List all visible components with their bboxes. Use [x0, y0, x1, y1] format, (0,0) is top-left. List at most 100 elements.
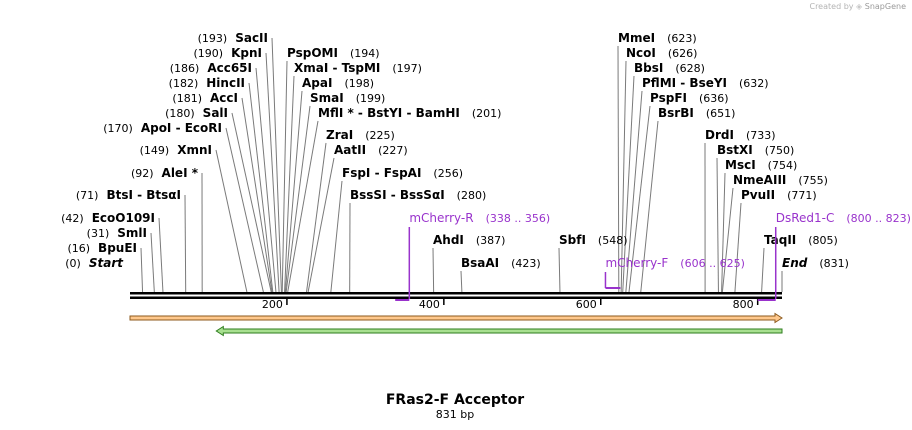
cut-site-name: AatII	[334, 143, 366, 157]
cut-site[interactable]: PflMI - BseYI (632)	[642, 76, 769, 90]
site-leader-line	[460, 270, 463, 293]
cut-site[interactable]: DrdI(733)	[705, 128, 776, 142]
cut-site-position: (197)	[392, 62, 422, 75]
cut-site-name: FspI - FspAI	[342, 166, 421, 180]
feature-arrow[interactable]	[129, 312, 783, 324]
cut-site[interactable]: NmeAIII(755)	[733, 173, 828, 187]
site-leader-line	[558, 247, 561, 293]
cut-site-name: ZraI	[326, 128, 353, 142]
cut-site-position: (754)	[768, 159, 798, 172]
cut-site[interactable]: (180)SalI	[165, 106, 228, 120]
cut-site[interactable]: BbsI(628)	[634, 61, 705, 75]
site-leader-line	[150, 232, 155, 293]
cut-site[interactable]: BssSI - BssSαI(280)	[350, 188, 486, 202]
cut-site[interactable]: BsaAI(423)	[461, 256, 541, 270]
feature-arrow[interactable]	[215, 325, 783, 337]
cut-site-position: (149)	[140, 144, 170, 157]
site-leader-line	[716, 157, 719, 293]
cut-site[interactable]: FspI - FspAI (256)	[342, 166, 463, 180]
cut-site[interactable]: BstXI(750)	[717, 143, 794, 157]
site-leader-line	[225, 127, 264, 293]
site-leader-line	[285, 105, 311, 293]
snapgene-credit: Created by ◈ SnapGene	[809, 2, 906, 11]
cut-site-position: (170)	[103, 122, 133, 135]
cut-site[interactable]: ApaI(198)	[302, 76, 374, 90]
cut-site-position: (181)	[172, 92, 202, 105]
cut-site[interactable]: XmaI - TspMI(197)	[294, 61, 422, 75]
cut-site-position: (201)	[472, 107, 502, 120]
cut-site-name: EcoO109I	[92, 211, 155, 225]
cut-site[interactable]: PvuII(771)	[741, 188, 817, 202]
site-leader-line	[617, 45, 620, 293]
cut-site-position: (190)	[194, 47, 224, 60]
cut-site[interactable]: (193)SacII	[198, 31, 268, 45]
cut-site[interactable]: MflI * - BstYI - BamHI(201)	[318, 106, 501, 120]
cut-site-name: PflMI - BseYI	[642, 76, 727, 90]
primer[interactable]: mCherry-R(338 .. 356)	[395, 211, 550, 301]
site-leader-line	[231, 112, 272, 293]
site-leader-line	[625, 90, 643, 293]
cut-site[interactable]: BsrBI(651)	[658, 106, 735, 120]
cut-site-position: (194)	[350, 47, 380, 60]
cut-site-position: (31)	[87, 227, 110, 240]
cut-site-position: (199)	[356, 92, 386, 105]
cut-site[interactable]: (181)AccI	[172, 91, 238, 105]
ruler-tick-label: 600	[576, 298, 597, 311]
cut-site[interactable]: MmeI(623)	[618, 31, 697, 45]
cut-site-position: (626)	[668, 47, 698, 60]
cut-site-position: (805)	[808, 234, 838, 247]
cut-site[interactable]: (16)BpuEI	[67, 241, 137, 255]
cut-site[interactable]: (182)HincII	[169, 76, 245, 90]
map-title: FRas2-F Acceptor	[386, 392, 524, 408]
cut-site[interactable]: (186)Acc65I	[170, 61, 252, 75]
ruler-tick-label: 800	[733, 298, 754, 311]
cut-site-name: XmnI	[177, 143, 212, 157]
cut-site[interactable]: TaqII(805)	[764, 233, 838, 247]
primer-range: (606 .. 625)	[680, 257, 745, 270]
cut-site[interactable]: (170)ApoI - EcoRI	[103, 121, 222, 135]
cut-site[interactable]: SbfI(548)	[559, 233, 628, 247]
primer[interactable]: mCherry-F(606 .. 625)	[604, 256, 745, 289]
cut-site[interactable]: (149) XmnI	[140, 143, 212, 157]
cut-site-name: AhdI	[433, 233, 464, 247]
cut-site[interactable]: AatII(227)	[334, 143, 408, 157]
cut-site[interactable]: (31)SmlI	[87, 226, 147, 240]
site-leader-line	[271, 37, 282, 293]
cut-site[interactable]: (0)Start	[65, 256, 124, 270]
site-leader-line	[432, 247, 435, 293]
cut-site[interactable]: (42)EcoO109I	[61, 211, 155, 225]
cut-site[interactable]: NcoI (626)	[626, 46, 697, 60]
cut-site[interactable]: MscI (754)	[725, 158, 797, 172]
cut-site[interactable]: End(831)	[782, 256, 849, 270]
site-leader-line	[184, 194, 187, 293]
cut-site-name: MscI	[725, 158, 756, 172]
cut-site-name: Acc65I	[207, 61, 252, 75]
cut-site-name: End	[782, 256, 808, 270]
site-leader-line	[721, 172, 726, 293]
cut-site-name: ApaI	[302, 76, 332, 90]
cut-site-name: MmeI	[618, 31, 655, 45]
cut-site-position: (256)	[433, 167, 463, 180]
site-labels: (0)Start(16)BpuEI(31)SmlI(42)EcoO109I (71…	[61, 31, 849, 270]
cut-site-name: AleI *	[162, 166, 199, 180]
cut-site[interactable]: ZraI(225)	[326, 128, 395, 142]
primer[interactable]: DsRed1-C(800 .. 823)	[757, 211, 911, 301]
cut-site[interactable]: (190)KpnI	[194, 46, 263, 60]
cut-site-name: Start	[89, 256, 124, 270]
map-length: 831 bp	[436, 408, 474, 421]
cut-site-name: BtsI - BtsαI	[106, 188, 181, 202]
site-leader-line	[761, 247, 765, 293]
site-leader-line	[307, 157, 335, 293]
cut-site[interactable]: PspFI(636)	[650, 91, 729, 105]
cut-site[interactable]: AhdI(387)	[433, 233, 505, 247]
cut-site-name: NmeAIII	[733, 173, 786, 187]
cut-site-position: (636)	[699, 92, 729, 105]
cut-site[interactable]: PspOMI(194)	[287, 46, 380, 60]
cut-site[interactable]: SmaI(199)	[310, 91, 385, 105]
cut-site[interactable]: (92)AleI *	[131, 166, 199, 180]
cut-site-position: (632)	[739, 77, 769, 90]
cut-site-name: SalI	[203, 106, 228, 120]
cut-site-name: NcoI	[626, 46, 656, 60]
cut-site[interactable]: (71)BtsI - BtsαI	[76, 188, 181, 202]
